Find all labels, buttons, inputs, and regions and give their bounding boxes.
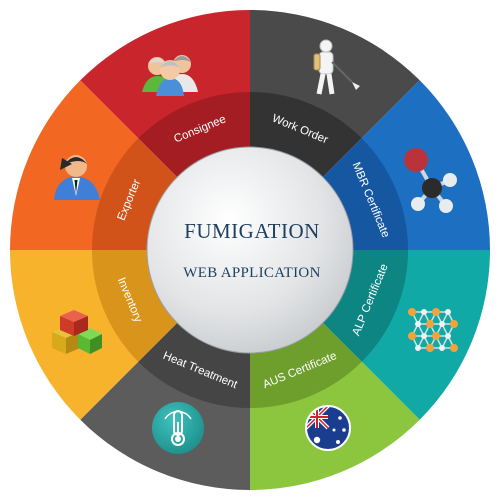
molecule-icon — [404, 148, 457, 213]
segment-work-order[interactable] — [250, 10, 420, 139]
ring-alp-certificate — [322, 250, 409, 362]
ring-heat-treatment — [138, 322, 250, 408]
inner-ring-layer — [92, 92, 409, 408]
sprayer-worker-icon — [313, 39, 360, 95]
ring-work-order — [250, 92, 362, 178]
ring-mbr-certificate — [322, 138, 408, 250]
ring-exporter — [92, 138, 178, 250]
boxes-icon — [52, 310, 102, 354]
crystal-lattice-icon — [408, 308, 458, 352]
center-title: FUMIGATION — [184, 219, 320, 243]
ring-inventory — [92, 250, 178, 362]
center-circle — [146, 146, 354, 354]
businessman-icon — [54, 155, 100, 200]
center-subtitle: WEB APPLICATION — [183, 265, 320, 281]
thermometer-icon — [152, 402, 204, 454]
people-group-icon — [142, 55, 198, 96]
ring-aus-certificate — [250, 322, 362, 408]
australia-flag-icon — [305, 405, 351, 451]
center-hub: FUMIGATION WEB APPLICATION — [146, 146, 354, 354]
ring-consignee — [138, 92, 250, 178]
